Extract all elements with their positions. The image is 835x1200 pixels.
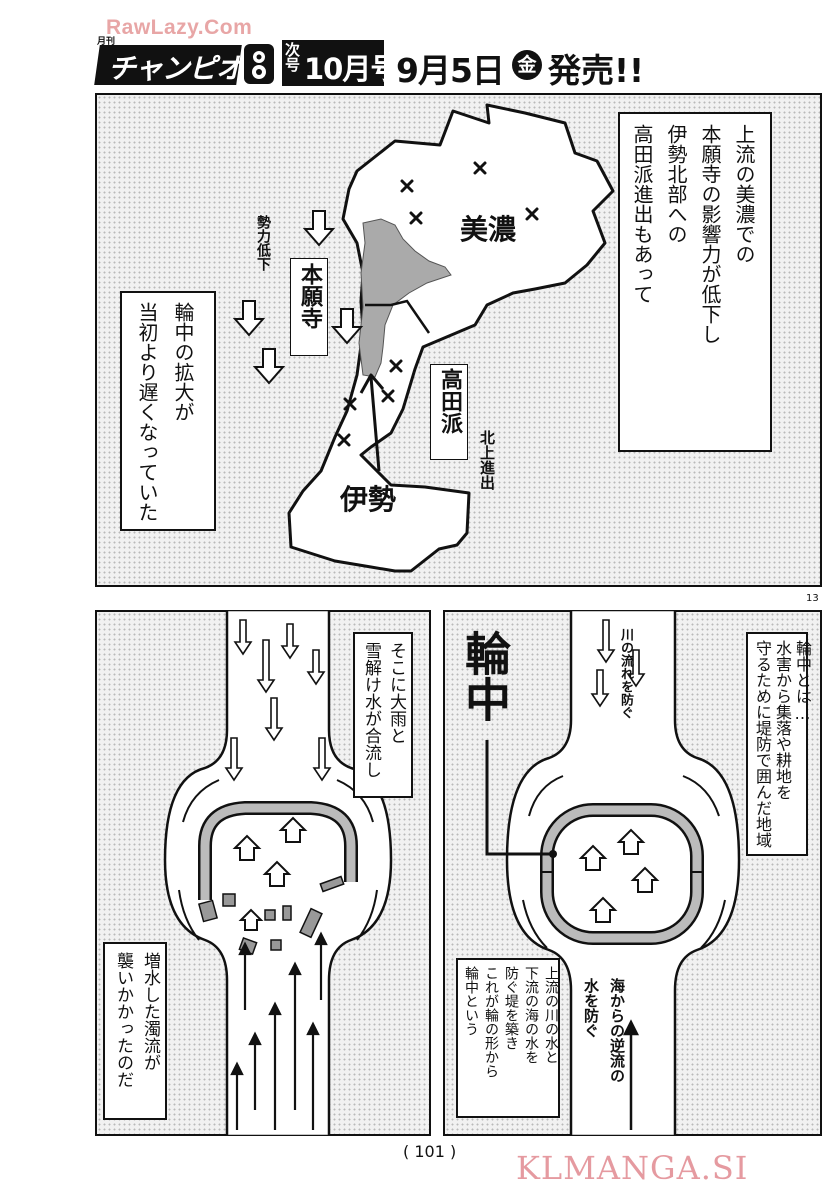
release-text: 発売!! [548,51,645,90]
map-caption-left-box [120,291,216,531]
house-icons [232,816,308,931]
wajuu-diagram [485,610,741,1136]
flood-caption-top: そこに大雨と 雪解け水が合流し [361,642,406,778]
broken-levee-inner [200,803,356,900]
release-weekday-badge: 金 [512,50,542,80]
magazine-logo-text: チャンピオン [108,52,271,85]
wajuu-title: 輪中 [458,630,512,722]
province-border-line [365,299,431,334]
north-advance-label: 北上進出 [478,430,496,490]
flood-caption-bottom: 増水した濁流が 襲いかかったのだ [113,952,160,1088]
magazine-logo-small-text: 月刊 [97,37,116,47]
downstream-arrows [224,619,332,782]
honganji-label: 本願寺 [297,263,322,329]
wajuu-definition: 輪中とは… 水害から集落や耕地を 守るために堤防で囲んだ地域 [753,640,812,848]
map-land-shape [287,103,615,573]
upstream-black-arrows [230,931,328,1130]
takada-label-box [430,364,468,460]
next-issue-prefix: 次号 [283,42,301,72]
next-issue-month: 10月号 [304,52,399,86]
side-page-number: 13 [806,593,819,604]
sea-backflow-arrow [622,1019,640,1130]
decline-arrows [232,210,364,385]
debris-pieces [197,875,345,955]
map-caption-left: 輪中の拡大が 当初より遅くなっていた [135,302,195,522]
region-map [232,103,615,573]
watermark-top: RawLazy.Com [106,16,253,39]
ise-label: 伊勢 [340,483,397,516]
wajuu-definition-box [746,632,808,856]
river-arrows-right [590,619,646,708]
levee-ring-inner [542,805,702,943]
flood-caption-top-box [353,632,413,798]
flood-caption-bottom-box [103,942,167,1120]
map-caption-right: 上流の美濃での 本願寺の影響力が低下し 伊勢北部への 高田派進出もあって [630,124,756,344]
map-caption-right-box [618,112,772,452]
wajuu-explanation: 上流の川の水と 下流の海の水を 防ぐ堤を築き これが輪の形から 輪中という [463,966,559,1078]
decline-label: 勢力低下 [255,215,271,271]
next-issue-badge [282,40,384,86]
title-pointer-line [485,740,551,856]
release-date: 9月5日 [396,51,505,90]
river-block-label: 川の流れを防ぐ [618,628,633,719]
house-icons-right [578,828,660,923]
watermark-bottom: KLMANGA.SI [516,1149,749,1187]
sea-block-label: 海からの逆流の 水を防ぐ [582,978,626,1083]
wajuu-explanation-box [456,958,560,1118]
advance-arrow [359,373,385,472]
mino-label: 美濃 [460,213,517,246]
honganji-label-box [290,258,328,356]
flow-curve-arrows-right [522,775,726,949]
levee-ring [540,803,704,945]
temple-marks [337,161,539,447]
page-number: ( 101 ) [403,1142,457,1161]
magazine-emblem-icon [244,44,274,84]
takada-label: 高田派 [437,368,462,434]
